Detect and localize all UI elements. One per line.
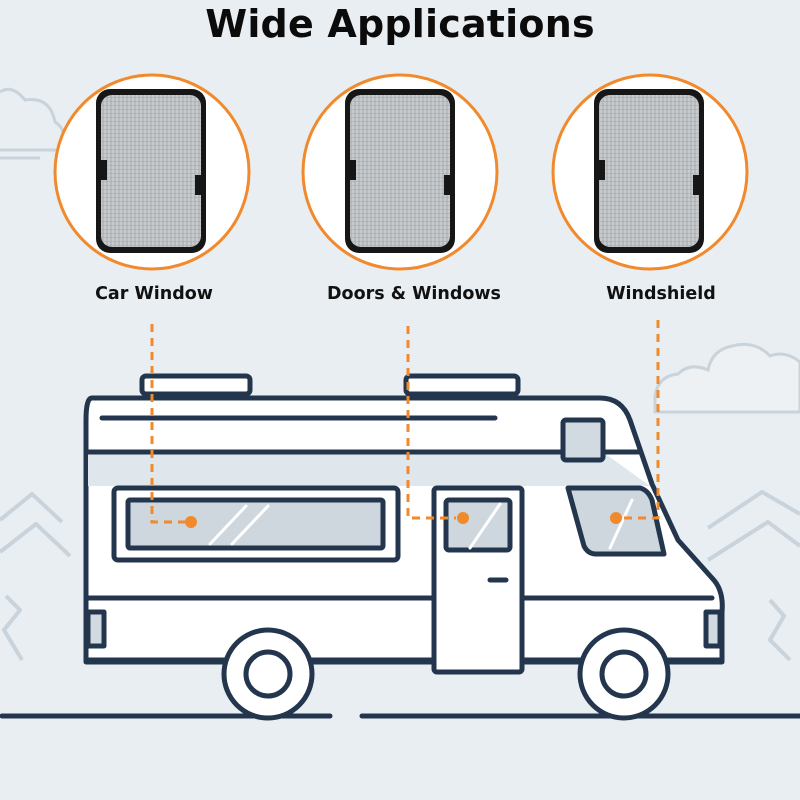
label-doors-windows: Doors & Windows xyxy=(327,284,501,304)
label-windshield: Windshield xyxy=(606,284,716,304)
page-title: Wide Applications xyxy=(205,2,595,46)
tree-icon xyxy=(0,490,800,662)
sun-shade-icon xyxy=(551,73,749,271)
sun-shade-icon xyxy=(53,73,251,271)
cloud-icon xyxy=(653,342,800,414)
sun-shade-icon xyxy=(301,73,499,271)
cloud-icon xyxy=(0,87,66,160)
camper-van-icon xyxy=(83,373,725,721)
label-car-window: Car Window xyxy=(95,284,213,304)
pointer-lines xyxy=(150,320,660,524)
pointer-dots xyxy=(185,512,622,528)
